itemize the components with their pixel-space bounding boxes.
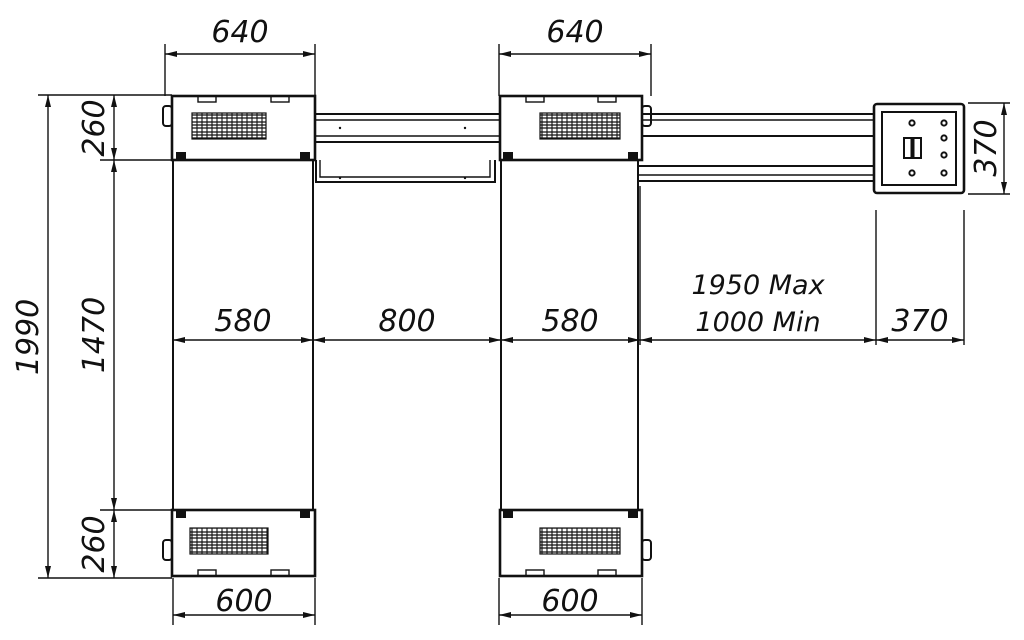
dim-right-ramp-width: 580 xyxy=(541,304,598,339)
cross-beam-left xyxy=(315,113,500,183)
dim-ramp-length: 1470 xyxy=(77,297,112,373)
right-bottom-tread-pattern xyxy=(539,527,621,555)
dim-top-pad: 260 xyxy=(77,99,112,156)
extension-lines xyxy=(38,44,1010,625)
control-console xyxy=(872,102,966,195)
cross-beam-right xyxy=(638,113,874,182)
dim-left-ramp-width: 580 xyxy=(214,304,271,339)
left-bottom-tread-pattern xyxy=(189,527,269,555)
dim-top-right-width: 640 xyxy=(546,15,603,50)
dim-console-width: 370 xyxy=(891,304,948,339)
dim-span-min: 1000 Min xyxy=(695,307,820,338)
right-top-tread-pattern xyxy=(539,112,621,140)
dim-bottom-right-width: 600 xyxy=(541,584,598,619)
left-top-tread-pattern xyxy=(191,112,267,140)
dim-console-height: 370 xyxy=(969,119,1004,176)
dim-bottom-pad: 260 xyxy=(77,515,112,572)
dim-total-length: 1990 xyxy=(11,299,46,375)
dimension-labels: 640 640 600 600 580 800 580 1950 Max 100… xyxy=(11,15,1004,619)
dim-gap: 800 xyxy=(378,304,435,339)
left-column xyxy=(162,94,317,578)
dim-top-left-width: 640 xyxy=(211,15,268,50)
right-column xyxy=(498,94,652,578)
dimension-lines xyxy=(45,51,1007,618)
dim-bottom-left-width: 600 xyxy=(215,584,272,619)
dim-span-max: 1950 Max xyxy=(691,270,825,301)
